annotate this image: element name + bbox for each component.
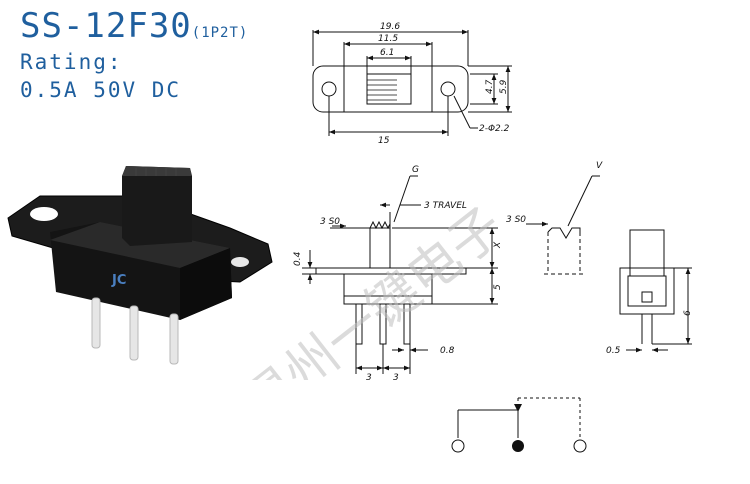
dim-frame-length: 11.5	[378, 34, 398, 44]
v-groove-detail	[526, 175, 600, 275]
dim-pin-pitch-2: 3	[393, 373, 399, 383]
label-g: G	[412, 165, 419, 175]
label-v: V	[596, 161, 603, 171]
title-block: SS-12F30(1P2T) Rating: 0.5A 50V DC	[20, 6, 248, 102]
dim-lever-height: X	[493, 241, 503, 249]
switch-photo: JC	[7, 166, 273, 365]
terminal-common	[512, 440, 524, 452]
dim-plate-thickness: 0.4	[293, 251, 303, 266]
dim-hole-pitch: 15	[378, 136, 390, 146]
hole-left	[321, 81, 337, 97]
label-lever-angle: 3 S0	[320, 217, 340, 227]
mounting-hole	[30, 207, 58, 221]
switch-pins	[91, 297, 179, 365]
side-view-drawing	[619, 229, 692, 353]
dim-pin-width: 0.8	[440, 346, 455, 356]
dim-pin-pitch-1: 3	[366, 373, 372, 383]
top-view-drawing	[312, 29, 512, 136]
mounting-hole	[231, 257, 249, 267]
dim-pin-thickness: 0.5	[606, 346, 621, 356]
arrow-icon	[514, 404, 522, 412]
dim-outer-height: 5.9	[499, 79, 509, 94]
label-travel: 3 TRAVEL	[424, 201, 467, 211]
model-name: SS-12F30	[20, 6, 192, 46]
rating-value: 0.5A 50V DC	[20, 78, 182, 102]
dim-side-height: 6	[683, 310, 693, 316]
label-v-angle: 3 S0	[506, 215, 526, 225]
terminal-1	[451, 439, 465, 453]
dim-overall-length: 19.6	[380, 22, 400, 32]
brand-logo: JC	[111, 273, 126, 288]
dim-inner-height: 4.7	[485, 79, 495, 94]
rating-label: Rating:	[20, 50, 123, 74]
front-view-drawing	[302, 175, 498, 374]
terminal-3	[573, 439, 587, 453]
dim-body-height: 5	[493, 284, 503, 290]
dim-slot-length: 6.1	[380, 48, 394, 58]
pole-config: (1P2T)	[191, 25, 249, 41]
hole-right	[440, 81, 456, 97]
switch-schematic	[451, 397, 587, 453]
dim-hole-spec: 2-Φ2.2	[479, 124, 510, 134]
